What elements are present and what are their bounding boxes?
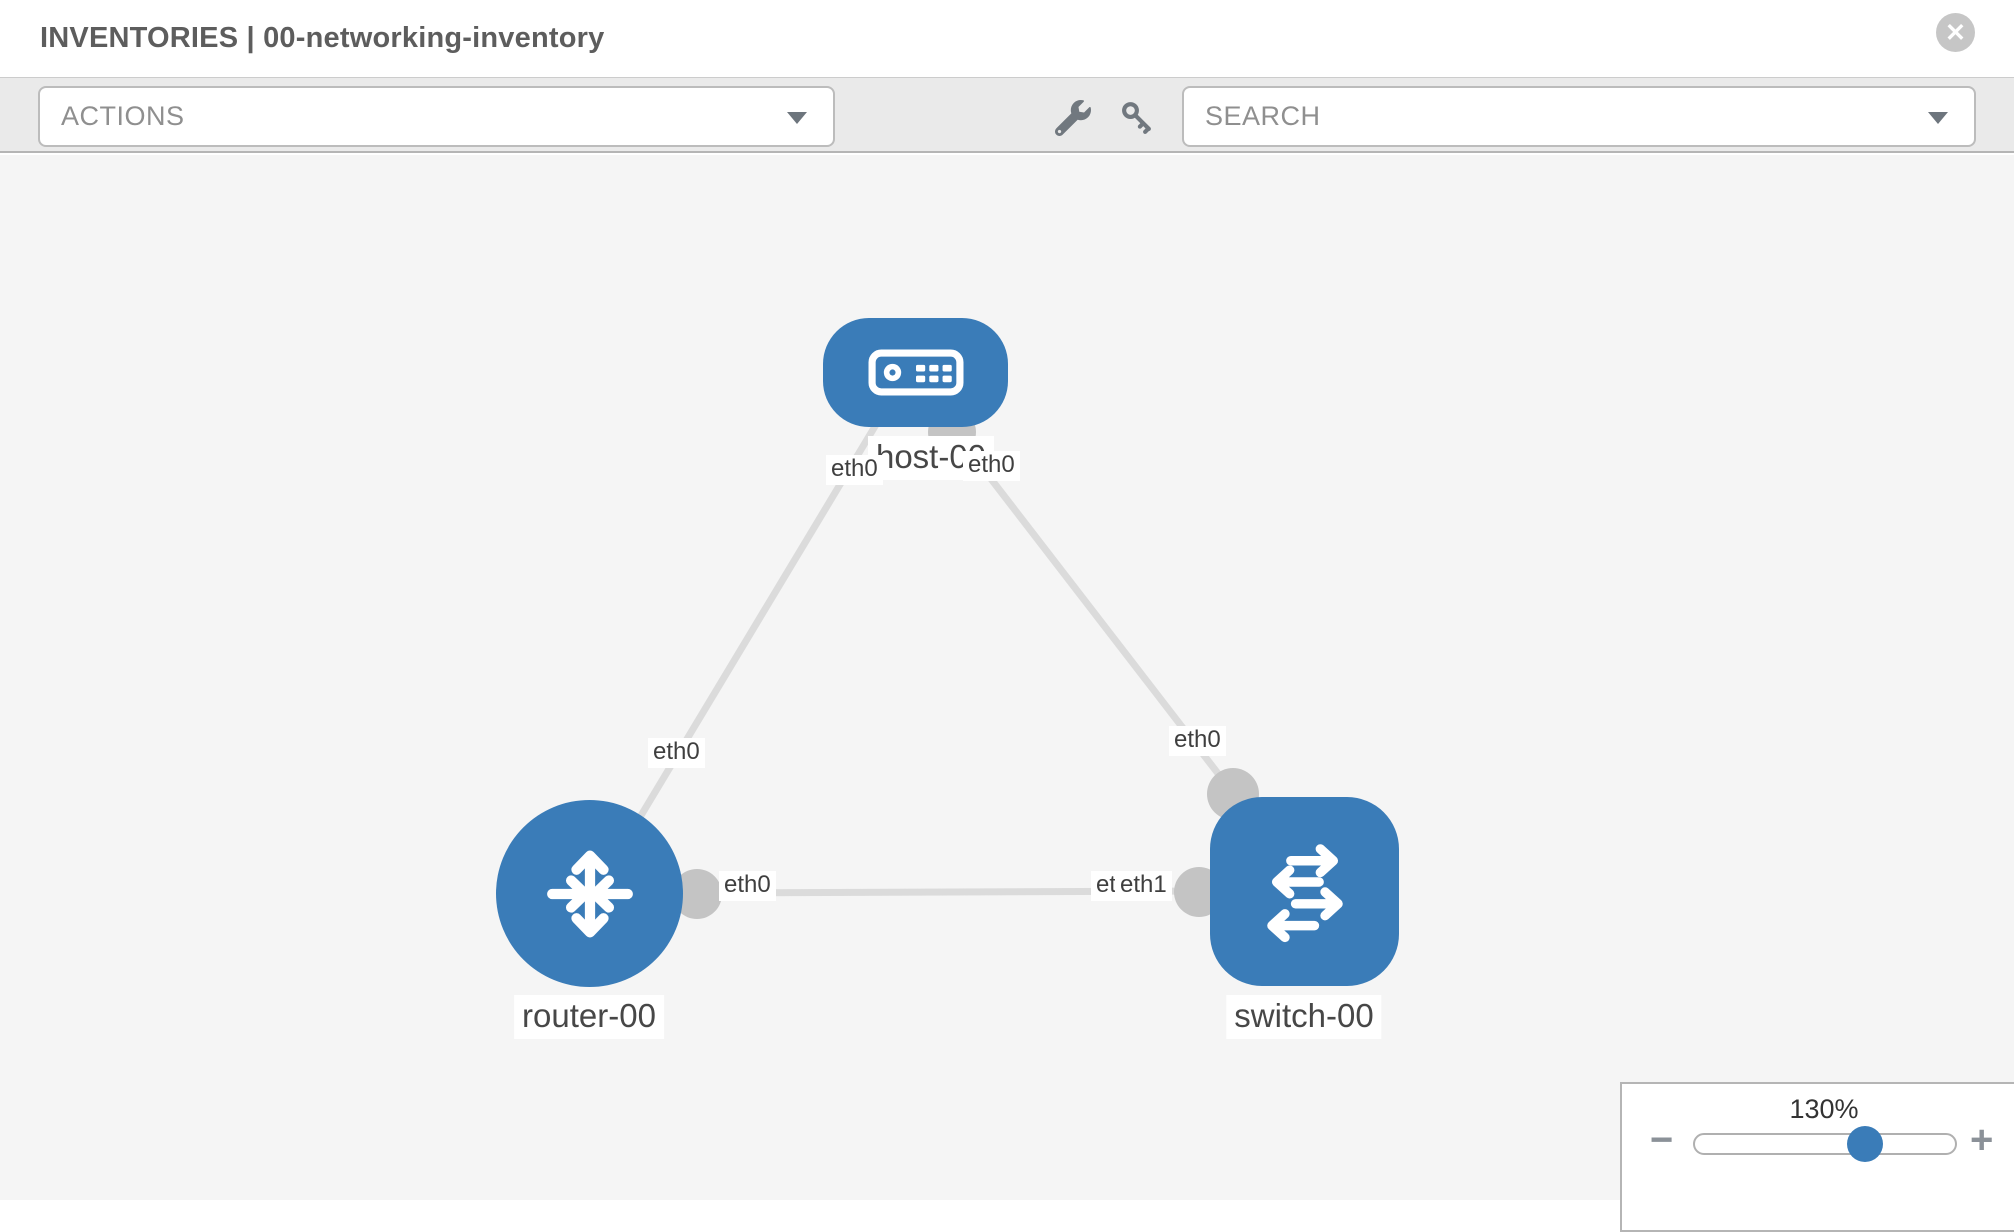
topology-links-layer (589, 408, 1259, 919)
node-label-switch: switch-00 (1226, 995, 1382, 1040)
wrench-icon[interactable] (1053, 100, 1093, 137)
zoom-percent: 130% (1789, 1094, 1859, 1124)
zoom-panel: 130% − + (1620, 1082, 2014, 1232)
node-host-00[interactable] (823, 318, 1008, 427)
key-icon[interactable] (1118, 100, 1158, 136)
zoom-in-button[interactable]: + (1970, 1118, 1994, 1162)
search-dropdown-label: SEARCH (1205, 101, 1321, 131)
zoom-out-button[interactable]: − (1650, 1118, 1674, 1162)
switch-icon (1266, 843, 1343, 942)
zoom-slider[interactable] (1693, 1133, 1957, 1155)
router-icon (546, 850, 633, 937)
header: INVENTORIES | 00-networking-inventory ✕ (0, 0, 2014, 77)
actions-dropdown-label: ACTIONS (61, 101, 185, 131)
chevron-down-icon (787, 111, 807, 124)
topology-canvas[interactable]: host-00 router-00 switch-00 eth0 eth0 et… (0, 155, 2014, 1232)
node-label-router: router-00 (514, 995, 664, 1040)
interface-label-switch-to-router: eth1 (1115, 871, 1172, 902)
interface-dot-router-eth0 (672, 869, 722, 919)
host-icon (868, 349, 963, 396)
interface-label-host-to-switch: eth0 (963, 451, 1020, 482)
page-title: INVENTORIES | 00-networking-inventory (40, 22, 605, 54)
node-switch-00[interactable] (1210, 797, 1399, 986)
interface-label-switch-to-host: eth0 (1169, 726, 1226, 757)
interface-label-router-to-host: eth0 (648, 738, 705, 769)
search-dropdown[interactable]: SEARCH (1182, 86, 1976, 147)
zoom-slider-handle[interactable] (1847, 1126, 1883, 1162)
close-icon: ✕ (1945, 18, 1966, 47)
close-button[interactable]: ✕ (1936, 13, 1975, 52)
node-router-00[interactable] (496, 800, 683, 987)
toolbar: ACTIONS SEARCH (0, 77, 2014, 153)
actions-dropdown[interactable]: ACTIONS (38, 86, 835, 147)
interface-label-router-to-switch: eth0 (719, 871, 776, 902)
interface-label-host-to-router: eth0 (826, 455, 883, 486)
chevron-down-icon (1928, 111, 1948, 124)
